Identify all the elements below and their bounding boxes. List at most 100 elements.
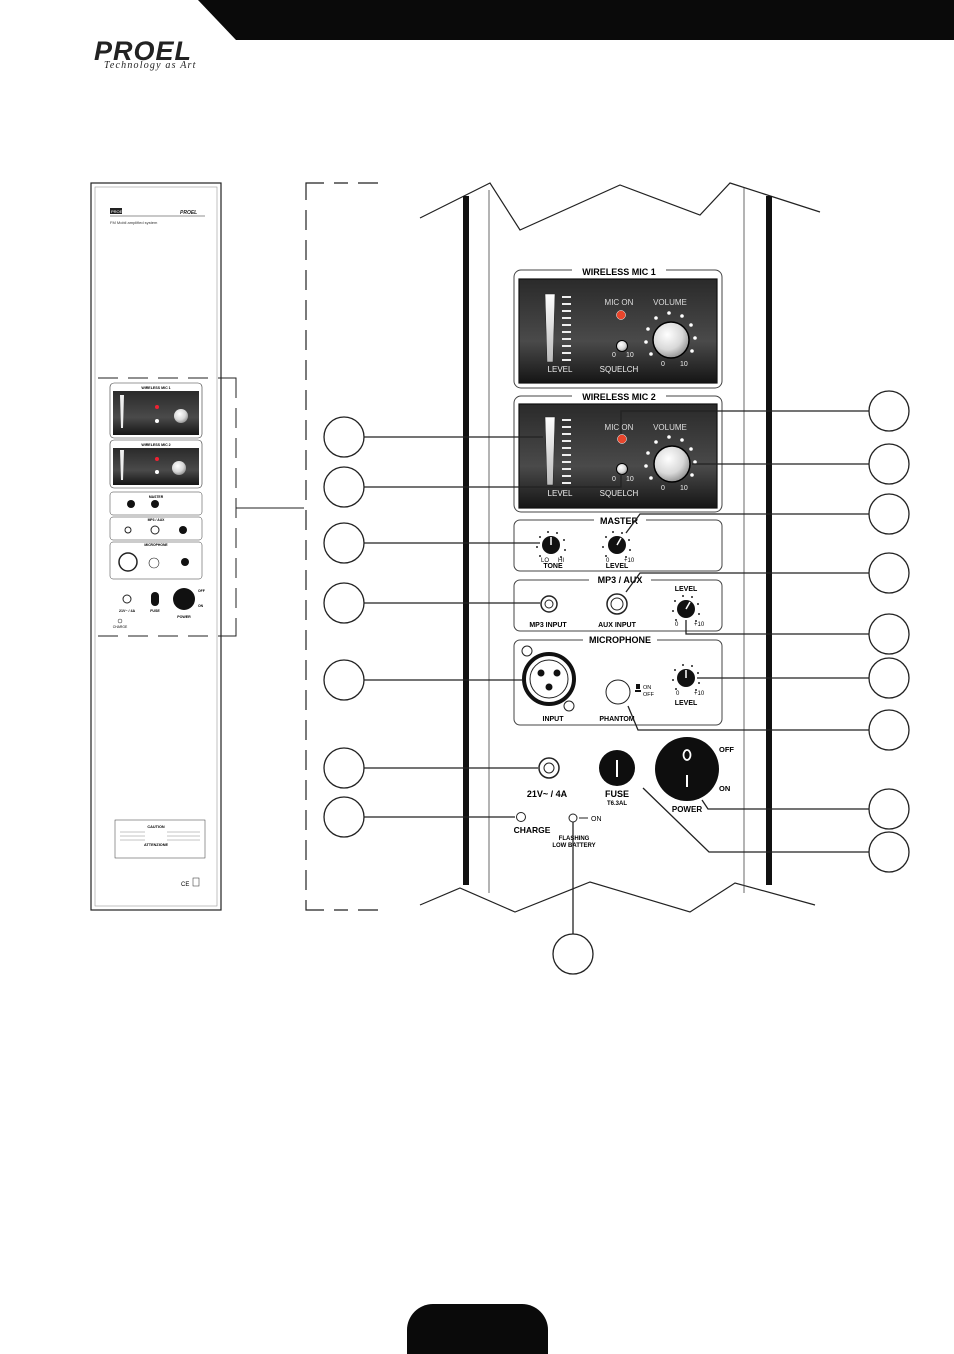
callout-circle — [868, 788, 910, 830]
flashing-label: FLASHING — [559, 836, 590, 842]
power-switch[interactable] — [655, 737, 719, 801]
callout-circle — [868, 657, 910, 699]
mic2-level-meter — [544, 416, 556, 486]
thumb-header: PROEL — [111, 209, 125, 214]
callout-circle — [323, 416, 365, 458]
microphone-title: MICROPHONE — [589, 635, 651, 645]
callout-circle — [323, 796, 365, 838]
mp3-input-label: MP3 INPUT — [529, 622, 567, 629]
mic1-squelch-min: 0 — [612, 352, 616, 359]
thumb-mic2-title: WIRELESS MIC 2 — [141, 443, 170, 447]
aux-input-label: AUX INPUT — [598, 622, 636, 629]
mic-level-label: LEVEL — [675, 700, 698, 707]
mic1-volume-label: VOLUME — [653, 298, 687, 307]
thumb-mp3aux: MP3 / AUX — [148, 518, 166, 522]
power-on-label: ON — [719, 784, 730, 793]
power-label: POWER — [672, 805, 702, 814]
callout-circle — [323, 466, 365, 508]
phantom-on-label: ON — [643, 685, 651, 691]
thumb-fuse: FUSE — [150, 609, 160, 613]
mp3-aux-section: MP3 / AUX MP3 INPUT AUX INPUT LEVEL 0 +1… — [513, 574, 723, 632]
master-tone-label: TONE — [543, 563, 563, 570]
master-tone-lo: LO — [541, 558, 549, 564]
thumb-ce: CE — [181, 882, 189, 888]
thumb-charge: CHARGE — [113, 625, 128, 629]
master-section: MASTER LO HI TONE 0 +10 LEVEL — [513, 515, 723, 572]
thumb-attenzione: ATTENZIONE — [144, 843, 168, 847]
mic2-level-label: LEVEL — [548, 489, 573, 498]
master-tone-hi: HI — [558, 558, 564, 564]
power-section: 21V~ / 4A FUSE T6.3AL OFF ON POWER CHARG… — [514, 737, 734, 849]
wireless-mic-2-section: WIRELESS MIC 2 LEVEL MIC ON 0 10 SQUELCH… — [513, 391, 723, 513]
mic1-squelch-max: 10 — [626, 352, 634, 359]
thumb-caution: CAUTION — [147, 825, 165, 829]
master-level-label: LEVEL — [606, 563, 629, 570]
mic2-volume-label: VOLUME — [653, 423, 687, 432]
mic1-level-meter — [544, 293, 556, 363]
mic2-title: WIRELESS MIC 2 — [582, 392, 656, 402]
mp3aux-level-label: LEVEL — [675, 586, 698, 593]
phantom-off-label: OFF — [643, 692, 655, 698]
on-led — [568, 813, 578, 823]
mic1-mic-on-label: MIC ON — [605, 298, 634, 307]
callout-circle — [323, 522, 365, 564]
thumb-master: MASTER — [149, 495, 164, 499]
callout-circle — [323, 582, 365, 624]
wireless-mic-1-section: WIRELESS MIC 1 LEVEL MIC ON 0 10 SQUELCH… — [513, 265, 723, 389]
callout-circle — [323, 747, 365, 789]
mic2-squelch-max: 10 — [626, 476, 634, 483]
thumb-mic1-title: WIRELESS MIC 1 — [141, 386, 170, 390]
power-off-label: OFF — [719, 745, 734, 754]
mic1-volume-max: 10 — [680, 361, 688, 368]
thumb-on: ON — [198, 604, 204, 608]
mic2-volume-min: 0 — [661, 485, 665, 492]
charge-on-label: ON — [591, 816, 602, 823]
mic2-mic-on-label: MIC ON — [605, 423, 634, 432]
mic2-volume-max: 10 — [680, 485, 688, 492]
brand-tagline: Technology as Art — [104, 60, 197, 71]
callout-circle — [868, 443, 910, 485]
callout-circle — [868, 613, 910, 655]
proel-logo: PROEL — [94, 36, 193, 66]
thumb-power: POWER — [177, 615, 191, 619]
dc-input-label: 21V~ / 4A — [527, 789, 568, 799]
callout-circle — [552, 933, 594, 975]
microphone-section: MICROPHONE INPUT PHANTOM ON OFF 0 +10 LE… — [513, 634, 723, 726]
callout-circles — [323, 390, 910, 975]
thumb-microphone: MICROPHONE — [144, 543, 168, 547]
mic2-squelch-label: SQUELCH — [600, 489, 639, 498]
fuse-rating: T6.3AL — [607, 801, 627, 807]
page-number-tab — [407, 1304, 548, 1354]
fuse-label: FUSE — [605, 789, 629, 799]
callout-circle — [868, 709, 910, 751]
mic2-volume-knob[interactable] — [653, 445, 691, 483]
mic1-mic-on-led — [616, 310, 626, 320]
master-title: MASTER — [600, 516, 639, 526]
mp3aux-level-min: 0 — [675, 622, 679, 628]
mic2-squelch-knob[interactable] — [616, 463, 628, 475]
mic-level-max: +10 — [694, 691, 705, 697]
charge-label: CHARGE — [514, 825, 551, 835]
thumb-dc: 21V~ / 4A — [119, 609, 135, 613]
mic2-mic-on-led — [617, 434, 627, 444]
callout-circle — [868, 552, 910, 594]
callout-leaders — [364, 410, 869, 934]
phantom-label: PHANTOM — [599, 716, 634, 723]
low-battery-label: LOW BATTERY — [552, 843, 595, 849]
mp3aux-level-max: +10 — [694, 622, 705, 628]
mp3aux-title: MP3 / AUX — [598, 575, 643, 585]
thumb-off: OFF — [198, 589, 205, 593]
phantom-switch[interactable] — [605, 679, 631, 705]
mic1-volume-knob[interactable] — [652, 321, 690, 359]
callout-circle — [868, 831, 910, 873]
mic1-level-label: LEVEL — [548, 365, 573, 374]
thumb-subtitle: FM Mobil amplified system — [110, 220, 158, 225]
callout-circle — [868, 493, 910, 535]
thumbnail-panel: PROEL FM Mobil amplified system PROEL WI… — [90, 182, 304, 911]
zoom-bracket — [305, 182, 378, 911]
mic1-squelch-knob[interactable] — [616, 340, 628, 352]
callout-circle — [868, 390, 910, 432]
callout-circle — [323, 659, 365, 701]
mic1-title: WIRELESS MIC 1 — [582, 267, 656, 277]
